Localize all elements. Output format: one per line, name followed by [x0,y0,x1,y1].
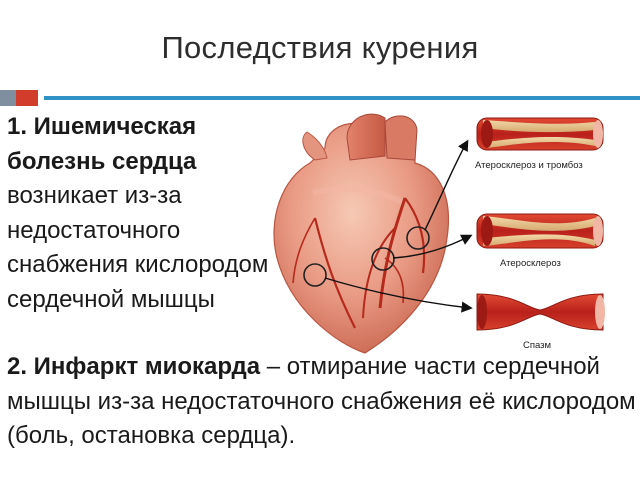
vessel-label-2: Атеросклероз [500,258,561,269]
vessel-label-3: Спазм [523,340,551,351]
myocardial-infarction-body: отмирание части сердечной мышцы из-за не… [7,353,636,449]
highlight-circle-3 [303,263,327,287]
vessel-atherosclerosis-thrombosis [476,117,604,151]
ischemic-disease-text: 1. Ишемическая болезнь сердца возникает … [7,110,282,317]
vessel-label-1: Атеросклероз и тромбоз [475,160,583,171]
slide-title: Последствия курения [161,30,479,65]
highlight-circle-1 [406,226,430,250]
divider-grey-block [0,90,16,106]
myocardial-infarction-text: 2. Инфаркт миокарда – отмирание части се… [7,350,637,454]
ischemic-disease-heading: 1. Ишемическая болезнь сердца [7,113,197,175]
myocardial-infarction-dash: – [260,353,287,380]
ischemic-disease-body: возникает из-за недостаточного снабжения… [7,182,269,313]
vessel-spasm [476,293,605,331]
myocardial-infarction-heading: 2. Инфаркт миокарда [7,353,261,380]
arrow-to-vessel-3 [324,277,473,313]
heart-illustration [273,113,449,354]
arrow-to-vessel-2 [392,234,473,259]
highlight-circle-2 [371,247,395,271]
vessel-atherosclerosis [476,213,604,249]
heart-diagram: Атеросклероз и тромбоз Атеросклероз Спаз… [273,113,605,354]
divider-red-block [16,90,38,106]
divider-blue-line [44,96,640,100]
arrow-to-vessel-1 [424,139,469,231]
